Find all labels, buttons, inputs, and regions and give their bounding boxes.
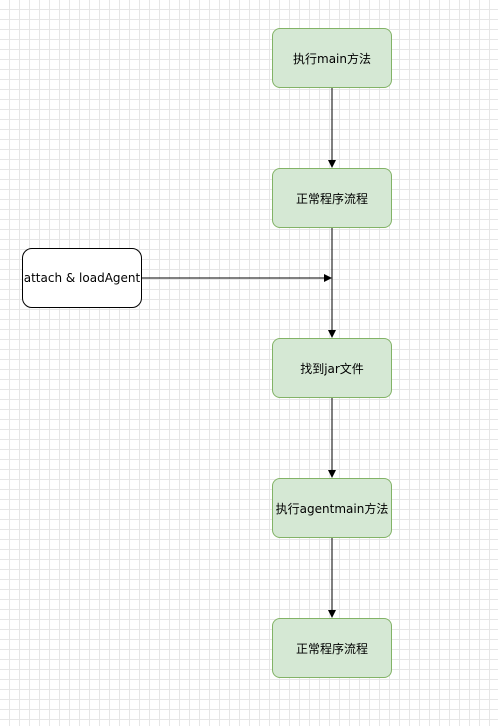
- node-normal-flow-2[interactable]: 正常程序流程: [272, 618, 392, 678]
- node-normal-flow-1-label: 正常程序流程: [295, 191, 368, 206]
- node-run-agentmain[interactable]: 执行agentmain方法: [272, 478, 392, 538]
- node-run-main[interactable]: 执行main方法: [272, 28, 392, 88]
- node-normal-flow-2-label: 正常程序流程: [295, 641, 368, 656]
- node-run-agentmain-label: 执行agentmain方法: [275, 501, 389, 516]
- node-find-jar-label: 找到jar文件: [300, 361, 364, 376]
- node-attach-load-agent[interactable]: attach & loadAgent: [22, 248, 142, 308]
- node-find-jar[interactable]: 找到jar文件: [272, 338, 392, 398]
- node-run-main-label: 执行main方法: [293, 51, 371, 66]
- node-attach-load-agent-label: attach & loadAgent: [23, 271, 141, 285]
- node-normal-flow-1[interactable]: 正常程序流程: [272, 168, 392, 228]
